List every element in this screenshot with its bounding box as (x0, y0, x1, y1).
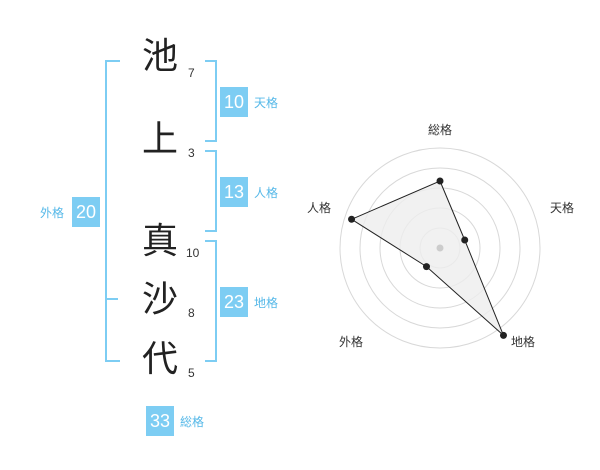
soukaku-badge: 33 (146, 406, 174, 436)
chikaku-badge: 23 (220, 287, 248, 317)
stroke-count-1: 7 (188, 66, 195, 80)
chikaku-bracket (205, 240, 217, 362)
radar-ring-4 (359, 167, 521, 329)
radar-point-5 (348, 215, 356, 223)
axis-label-chikaku: 地格 (511, 334, 535, 349)
name-char-3: 真 (141, 221, 178, 262)
stroke-count-4: 8 (188, 306, 195, 320)
jinkaku-label: 人格 (254, 186, 279, 200)
name-char-4: 沙 (141, 279, 178, 320)
jinkaku-badge: 13 (220, 177, 248, 207)
gaikaku-label: 外格 (40, 206, 65, 220)
tenkaku-bracket (205, 60, 217, 142)
stroke-count-5: 5 (188, 366, 195, 380)
gaikaku-bracket (105, 60, 120, 362)
radar-point-4 (422, 263, 430, 271)
radar-point-1 (436, 177, 444, 185)
jinkaku-bracket (205, 150, 217, 232)
radar-shape (350, 180, 504, 336)
axis-label-soukaku: 総格 (428, 122, 452, 137)
chikaku-label: 地格 (254, 296, 279, 310)
soukaku-label: 総格 (180, 415, 205, 429)
stroke-count-3: 10 (186, 246, 200, 260)
tenkaku-badge: 10 (220, 87, 248, 117)
name-char-1: 池 (141, 36, 178, 77)
gaikaku-badge: 20 (72, 197, 100, 227)
radar-ring-5 (339, 147, 541, 349)
axis-label-gaikaku: 外格 (339, 334, 363, 349)
radar-point-2 (461, 236, 469, 244)
name-char-5: 代 (141, 339, 178, 380)
tenkaku-label: 天格 (254, 96, 279, 110)
gaikaku-bracket-tick (105, 298, 118, 300)
radar-center-dot (436, 244, 444, 252)
radar-points (348, 177, 507, 339)
stroke-count-2: 3 (188, 146, 195, 160)
radar-point-3 (499, 331, 507, 339)
axis-label-tenkaku: 天格 (550, 200, 574, 215)
name-char-2: 上 (141, 119, 178, 160)
axis-label-jinkaku: 人格 (307, 200, 331, 215)
